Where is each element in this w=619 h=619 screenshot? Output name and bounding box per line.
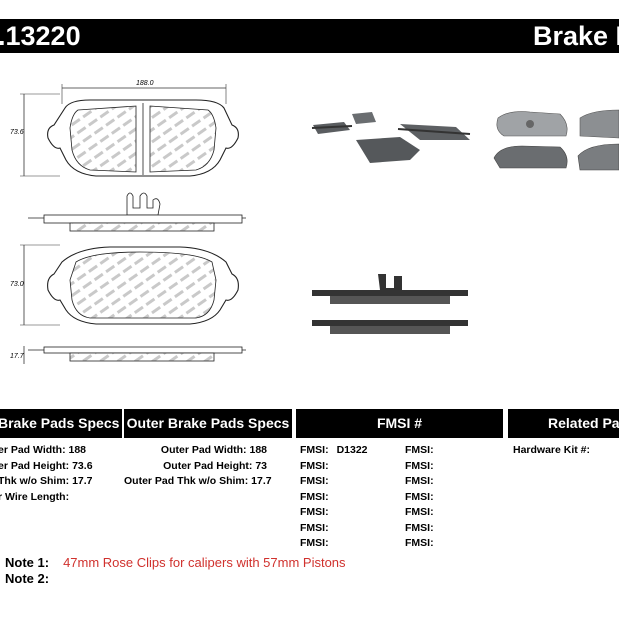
fmsi-header: FMSI # bbox=[296, 409, 503, 438]
fmsi-row: FMSI: bbox=[300, 490, 329, 503]
pad-set-photo bbox=[311, 112, 471, 163]
fmsi-row: FMSI: bbox=[300, 506, 329, 518]
outer-specs-list: Outer Pad Width: 188 Outer Pad Height: 7… bbox=[124, 443, 272, 490]
fmsi-row: FMSI:D1322 bbox=[300, 444, 368, 456]
fmsi-row: FMSI: bbox=[405, 475, 434, 487]
fmsi-row: FMSI: bbox=[300, 521, 329, 534]
fmsi-row: FMSI: bbox=[300, 537, 329, 549]
fmsi-row: FMSI: bbox=[405, 521, 434, 534]
fmsi-row: FMSI: bbox=[405, 537, 434, 549]
note-2-label: Note 2: bbox=[5, 571, 50, 586]
width-dimension: 188.0 bbox=[61, 80, 227, 104]
note-1-text: 47mm Rose Clips for calipers with 57mm P… bbox=[63, 555, 346, 570]
inner-height-dimension: 73.6 bbox=[10, 93, 60, 177]
outer-pad-profile bbox=[28, 346, 246, 362]
outer-pad-height: Outer Pad Height: 73 bbox=[163, 459, 267, 472]
inner-pad-height: er Pad Height: 73.6 bbox=[0, 459, 93, 472]
related-title: Related Par bbox=[548, 415, 619, 431]
pad-front-photo bbox=[493, 109, 619, 171]
inner-specs-title: Brake Pads Specs bbox=[0, 415, 120, 431]
inner-specs-list: er Pad Width: 188 er Pad Height: 73.6 Th… bbox=[0, 443, 93, 505]
thickness-label: 17.7 bbox=[10, 353, 25, 360]
fmsi-row: FMSI: bbox=[300, 459, 329, 472]
note-2: Note 2: bbox=[5, 571, 346, 587]
thickness-dimension: 17.7 bbox=[10, 346, 25, 364]
inner-pad-width: er Pad Width: 188 bbox=[0, 444, 87, 456]
fmsi-row: FMSI: bbox=[300, 475, 329, 487]
outer-height-label: 73.0 bbox=[10, 281, 24, 288]
pad-side-photo bbox=[312, 274, 468, 334]
outer-specs-title: Outer Brake Pads Specs bbox=[126, 415, 290, 431]
outer-pad-thickness: Outer Pad Thk w/o Shim: 17.7 bbox=[124, 475, 272, 487]
note-1-label: Note 1: bbox=[5, 555, 50, 570]
fmsi-column-2: FMSI: FMSI: FMSI: FMSI: FMSI: FMSI: FMSI… bbox=[405, 443, 442, 552]
part-number: .13220 bbox=[0, 21, 81, 51]
fmsi-column-1: FMSI:D1322 FMSI: FMSI: FMSI: FMSI: FMSI:… bbox=[300, 443, 368, 552]
inner-pad-thickness: Thk w/o Shim: 17.7 bbox=[0, 475, 93, 487]
page-title: Brake P bbox=[533, 21, 619, 51]
fmsi-title: FMSI # bbox=[376, 415, 423, 431]
related-parts-list: Hardware Kit #: bbox=[513, 443, 590, 459]
fmsi-row: FMSI: bbox=[405, 506, 434, 518]
header-bar: .13220 Brake P bbox=[0, 19, 619, 53]
outer-specs-header: Outer Brake Pads Specs bbox=[124, 409, 292, 438]
inner-pad-outline bbox=[47, 99, 239, 177]
inner-specs-header: Brake Pads Specs bbox=[0, 409, 122, 438]
outer-height-dimension: 73.0 bbox=[10, 244, 60, 326]
note-1: Note 1: 47mm Rose Clips for calipers with… bbox=[5, 555, 346, 571]
outer-pad-width: Outer Pad Width: 188 bbox=[160, 444, 267, 456]
hardware-kit: Hardware Kit #: bbox=[513, 444, 591, 456]
outer-pad-outline bbox=[47, 246, 239, 325]
inner-pad-profile bbox=[28, 192, 246, 232]
inner-height-label: 73.6 bbox=[10, 129, 24, 136]
fmsi-row: FMSI: bbox=[405, 490, 434, 503]
width-dimension-label: 188.0 bbox=[136, 80, 154, 87]
wear-wire-length: r Wire Length: bbox=[0, 490, 70, 503]
fmsi-row: FMSI: bbox=[405, 444, 434, 456]
fmsi-value: D1322 bbox=[336, 444, 368, 456]
fmsi-row: FMSI: bbox=[405, 459, 434, 472]
related-header: Related Par bbox=[508, 409, 619, 438]
notes: Note 1: 47mm Rose Clips for calipers with… bbox=[5, 555, 346, 587]
pad-drawings: 188.0 73.6 73.0 17.7 bbox=[10, 80, 619, 364]
